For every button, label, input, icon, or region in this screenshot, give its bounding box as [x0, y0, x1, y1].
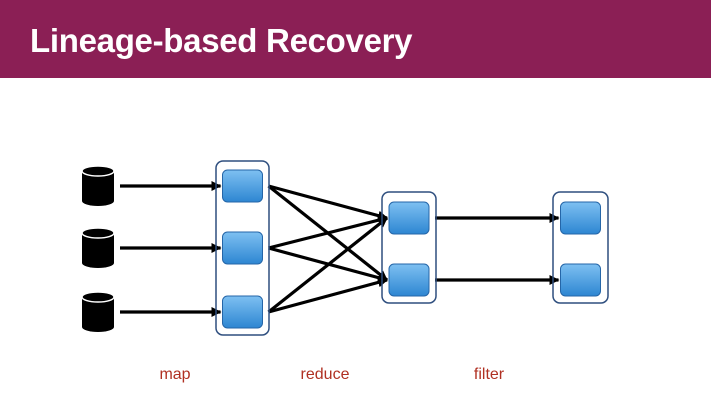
database-icon — [81, 227, 115, 268]
slide-title: Lineage-based Recovery — [30, 22, 413, 59]
partition-filter-2 — [560, 263, 601, 297]
partition-reduce-1 — [388, 201, 430, 235]
stage-label-reduce: reduce — [300, 366, 350, 383]
title-bar: Lineage-based Recovery — [0, 0, 711, 78]
partition-reduce-2 — [388, 263, 430, 297]
edge-map-3-to-reduce-2 — [268, 277, 388, 314]
rdd-group-filter — [552, 191, 609, 304]
stage-label-map: map — [159, 366, 191, 383]
partition-map-3 — [222, 295, 263, 329]
partition-filter-1 — [560, 201, 601, 235]
database-icon — [81, 165, 115, 206]
edge-map-3-to-reduce-1 — [267, 216, 388, 314]
edges — [120, 181, 560, 317]
rdd-group-reduce — [381, 191, 437, 304]
stage-label-filter: filter — [473, 366, 505, 383]
database-icon — [81, 291, 115, 332]
partition-map-2 — [222, 231, 263, 265]
partition-map-1 — [222, 169, 263, 203]
rdd-group-map — [215, 160, 270, 336]
edge-map-1-to-reduce-1 — [268, 184, 388, 221]
nodes — [81, 160, 609, 336]
edge-map-2-to-reduce-1 — [268, 215, 388, 250]
